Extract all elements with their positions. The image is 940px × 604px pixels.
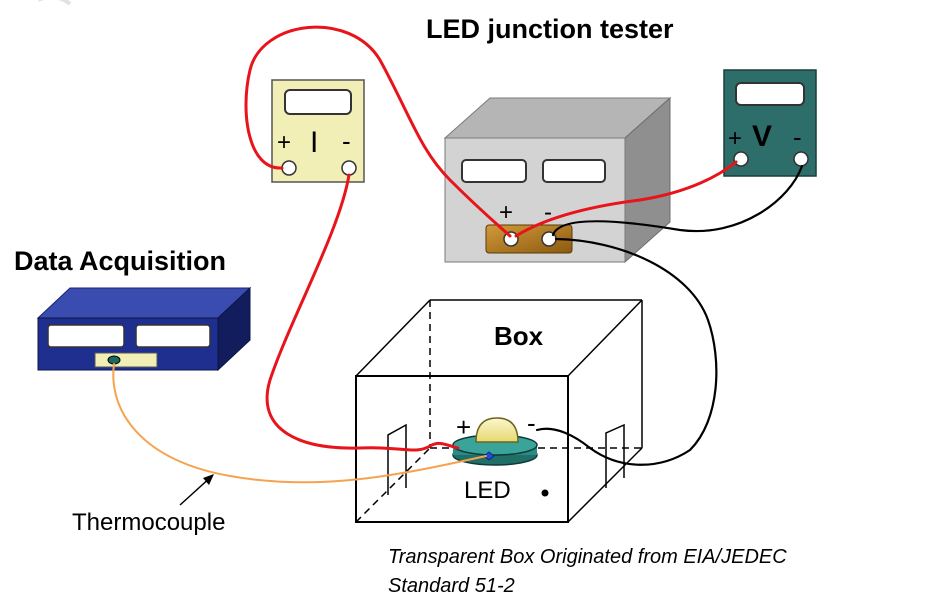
- ammeter-minus-terminal: [341, 160, 357, 176]
- tester-plus-sign: +: [499, 199, 513, 226]
- thermocouple-junction: [483, 451, 495, 461]
- daq-display-right: [135, 324, 211, 348]
- right-clip: [605, 423, 625, 488]
- ammeter-plus-sign: +: [277, 129, 291, 156]
- voltmeter-plus-sign: +: [728, 125, 742, 152]
- box-center-dot: [541, 489, 549, 497]
- thermocouple-label: Thermocouple: [72, 509, 225, 536]
- voltmeter-minus-sign: -: [793, 122, 802, 152]
- daq-thermocouple-port: [107, 355, 121, 365]
- led-label: LED: [464, 477, 511, 504]
- data-acquisition-label: Data Acquisition: [14, 246, 226, 276]
- voltmeter-display: [735, 82, 805, 106]
- arrowhead-icon: [203, 474, 214, 485]
- daq-connector: [94, 352, 158, 368]
- box-label: Box: [494, 321, 544, 351]
- data-acquisition-box: [36, 286, 252, 372]
- voltmeter-minus-terminal: [793, 151, 809, 167]
- led-dome: [475, 417, 519, 443]
- box-edge: [567, 447, 643, 523]
- wire-tester-to-voltmeter: [514, 160, 738, 238]
- box-edge: [567, 299, 643, 377]
- caption-line-2: Standard 51-2: [388, 575, 515, 597]
- tester-display-left: [461, 159, 527, 183]
- wire-tester-to-led-neg: [535, 237, 718, 466]
- tester-display-right: [542, 159, 606, 183]
- thermocouple-wire: [112, 363, 487, 484]
- junction-tester-box: + -: [443, 96, 672, 264]
- ammeter-display: [284, 89, 352, 115]
- tester-minus-sign: -: [544, 199, 552, 226]
- box-hidden-edge: [355, 447, 431, 523]
- led-minus-sign: -: [527, 408, 536, 438]
- corner-artifact: [38, 0, 72, 6]
- ammeter: + I -: [271, 79, 365, 183]
- wire-tester-to-voltmeter-neg: [551, 164, 804, 237]
- left-clip: [387, 423, 407, 495]
- voltmeter-symbol: V: [752, 120, 772, 153]
- ammeter-plus-terminal: [281, 160, 297, 176]
- wire-ammeter-to-tester: [244, 25, 512, 238]
- daq-display-left: [47, 324, 125, 348]
- tester-title: LED junction tester: [426, 14, 674, 44]
- voltmeter-plus-terminal: [733, 151, 749, 167]
- wiring: [112, 25, 804, 484]
- voltmeter: + V -: [723, 69, 817, 177]
- ammeter-symbol: I: [310, 126, 318, 159]
- wire-ammeter-to-led: [265, 173, 460, 452]
- box-edge: [355, 299, 431, 377]
- led-plus-sign: +: [456, 412, 471, 442]
- led-device: + -: [452, 408, 538, 466]
- caption-line-1: Transparent Box Originated from EIA/JEDE…: [388, 546, 787, 568]
- daq-top-face: [36, 287, 252, 319]
- ammeter-minus-sign: -: [342, 126, 351, 156]
